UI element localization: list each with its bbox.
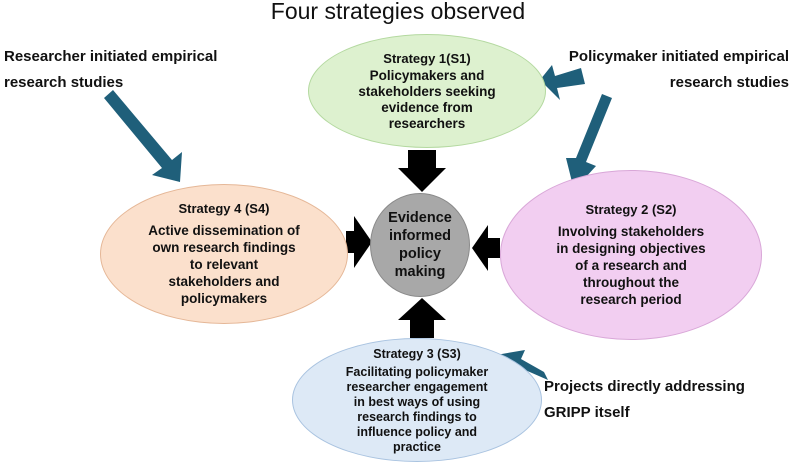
arrow-s2-to-center [472,225,500,271]
source-policymaker-label: Policymaker initiated empirical research… [568,48,789,91]
arrow-researcher-to-s4 [104,90,182,182]
diagram-title: Four strategies observed [270,0,526,24]
arrow-s4-to-center [346,216,372,268]
arrow-policymaker-to-s1 [540,65,585,100]
source-researcher-label: Researcher initiated empirical research … [4,48,218,91]
strategy-2-node: Strategy 2 (S2) Involving stakeholders i… [500,170,762,340]
strategy-1-title: Strategy 1(S1) [383,50,471,66]
strategy-3-title: Strategy 3 (S3) [373,347,461,361]
strategy-1-node: Strategy 1(S1) Policymakers and stakehol… [308,34,546,148]
center-node: Evidence informed policy making [370,193,470,297]
arrow-policymaker-to-s2 [566,94,612,190]
strategy-3-node: Strategy 3 (S3) Facilitating policymaker… [292,338,542,462]
strategy-4-node: Strategy 4 (S4) Active dissemination of … [100,184,348,324]
strategy-2-title: Strategy 2 (S2) [585,202,677,217]
arrow-s3-to-center [398,298,446,338]
source-projects-label: Projects directly addressing GRIPP itsel… [544,378,745,421]
strategy-4-title: Strategy 4 (S4) [178,201,270,216]
arrow-s1-to-center [398,150,446,192]
